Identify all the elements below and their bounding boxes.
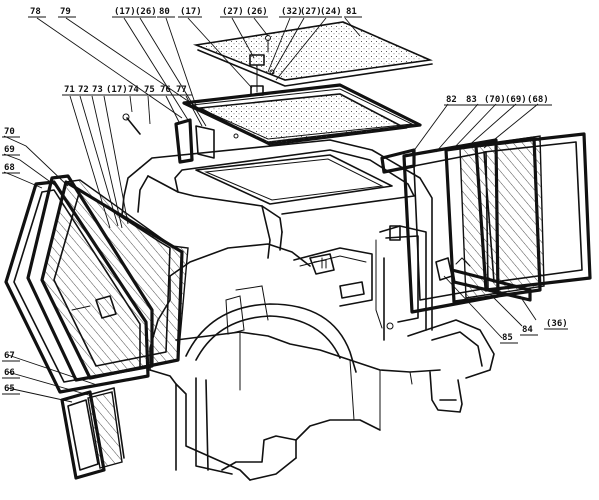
roof-headliner [197,93,408,146]
leader-lines [3,17,539,403]
callout-68-b: (68) [527,95,549,105]
quarter-window-frame-67 [91,387,125,459]
callout-68: 68 [4,163,15,173]
callout-17-b: (17) [180,7,202,17]
callout-66: 66 [4,368,15,378]
callout-36: (36) [546,319,568,329]
callout-27-a: (27) [222,7,244,17]
callout-67: 67 [4,351,15,361]
callout-65: 65 [4,384,15,394]
callout-82: 82 [446,95,457,105]
callout-69: 69 [4,145,15,155]
callout-76: 76 [160,85,171,95]
callout-85: 85 [502,333,513,343]
fastener-screw [122,113,141,135]
callout-81: 81 [346,7,357,17]
callout-26-b: (26) [246,7,268,17]
roof-hatch-panel [192,21,433,87]
quarter-window-seal-65 [60,390,106,480]
callout-17-c: (17) [106,85,128,95]
callout-69-b: (69) [505,95,527,105]
callout-70-b: (70) [484,95,506,105]
callout-77: 77 [176,85,187,95]
window-latch-84 [450,257,532,302]
callout-labels: 78 79 (17) (26) 80 (17) (27) (26) (32) (… [2,7,568,395]
callout-17-a: (17) [114,7,136,17]
callout-80: 80 [159,7,170,17]
side-window-seal-outer [380,148,416,174]
callout-27-b: (27) [300,7,322,17]
callout-71: 71 [64,85,75,95]
callout-79: 79 [60,7,71,17]
callout-24: (24) [320,7,342,17]
callout-78: 78 [30,7,41,17]
window-lock-85 [435,257,453,281]
callout-75: 75 [144,85,155,95]
quarter-window-glass-66 [87,391,123,469]
callout-26-a: (26) [135,7,157,17]
rear-window-seal-68 [474,132,592,292]
callout-70: 70 [4,127,15,137]
callout-84: 84 [522,325,533,335]
grab-handle [174,118,194,164]
rear-window-glass-69 [459,135,545,299]
callout-72: 72 [78,85,89,95]
callout-32: (32) [281,7,303,17]
callout-83: 83 [466,95,477,105]
callout-73: 73 [92,85,103,95]
windshield-inner-seal [53,189,171,367]
callout-74: 74 [128,85,139,95]
corner-trim [195,125,239,159]
wiper-bracket [71,295,117,319]
